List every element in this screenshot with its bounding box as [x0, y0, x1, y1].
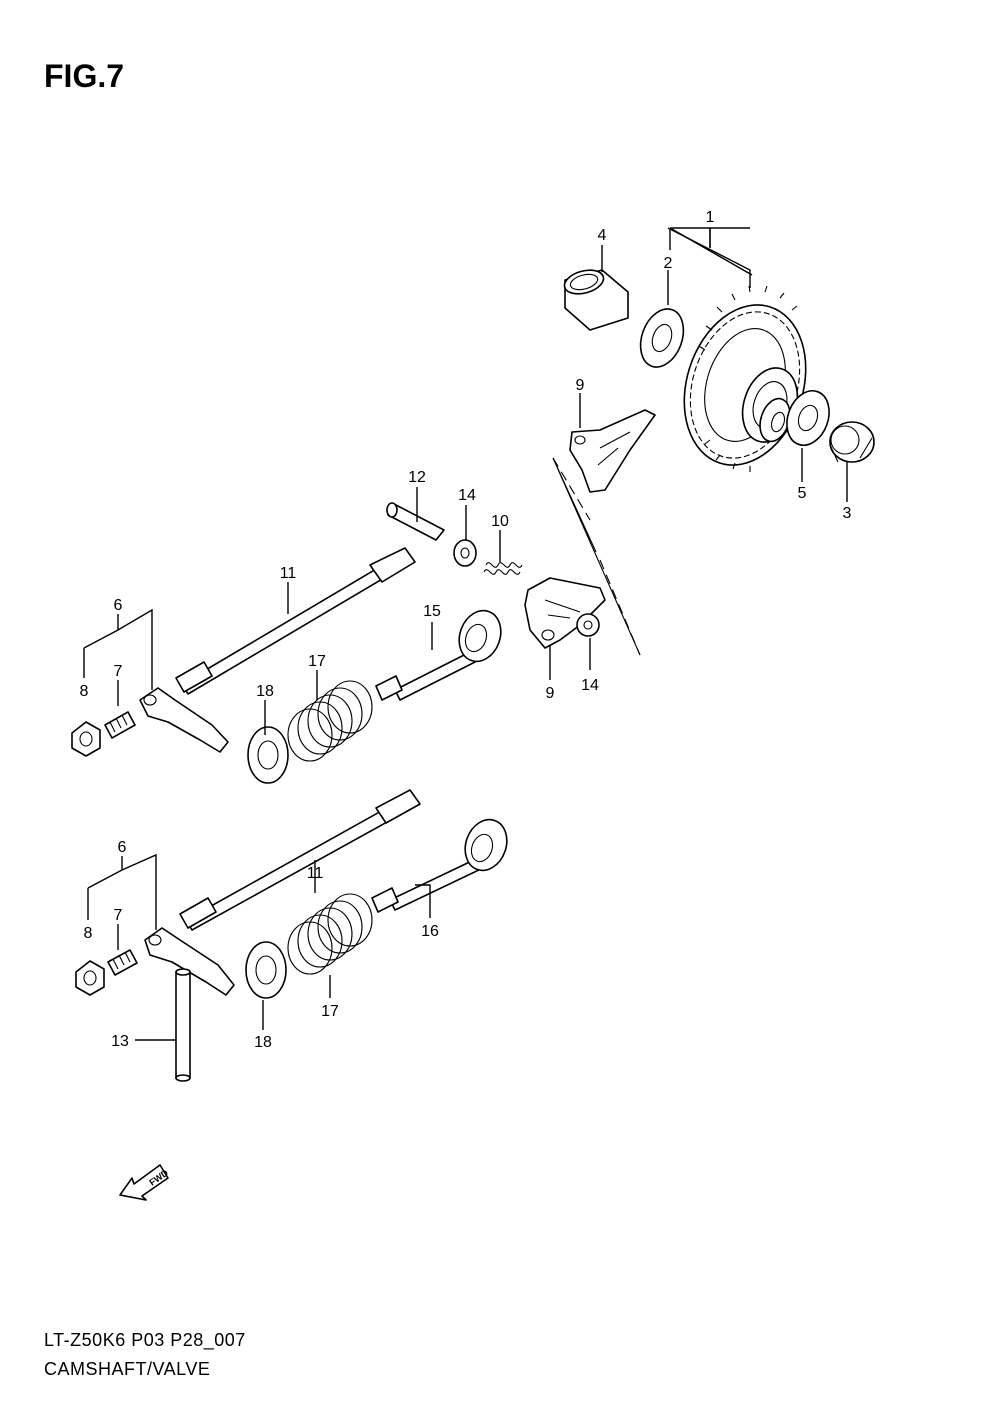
callout-12: 12	[408, 469, 426, 486]
part-9-arm-top	[569, 409, 656, 493]
callout-1: 1	[706, 209, 715, 226]
part-2-washer	[639, 308, 685, 368]
model-code: LT-Z50K6 P03 P28_007	[44, 1330, 246, 1350]
callout-18-upper: 18	[256, 683, 274, 700]
callout-7-lower: 7	[114, 907, 123, 924]
callout-14-lower: 14	[581, 677, 599, 694]
part-6-rocker-arm-upper	[139, 687, 229, 753]
callout-5: 5	[798, 485, 807, 502]
callout-16: 16	[421, 923, 439, 940]
callout-14-top: 14	[458, 487, 476, 504]
part-16-exhaust-valve	[371, 818, 508, 913]
part-12-pin	[386, 502, 445, 541]
callout-11-upper: 11	[280, 565, 297, 582]
figure-title: FIG.7	[44, 58, 125, 94]
callout-17-lower: 17	[321, 1003, 339, 1020]
part-7-adjuster-upper	[104, 711, 136, 739]
callout-6-upper: 6	[114, 597, 123, 614]
part-15-intake-valve	[375, 609, 502, 701]
part-13-rocker-shaft	[175, 968, 191, 1082]
part-18-retainer-lower	[245, 941, 287, 999]
part-11-pushrod-upper	[175, 547, 416, 695]
figure-caption: CAMSHAFT/VALVE	[44, 1359, 211, 1379]
callout-3: 3	[843, 505, 852, 522]
part-14-washer-lower	[576, 613, 600, 637]
callout-8-lower: 8	[84, 925, 93, 942]
part-18-retainer-upper	[247, 726, 289, 784]
callout-6-lower: 6	[118, 839, 127, 856]
callout-11-lower: 11	[307, 865, 324, 882]
part-10-spring	[483, 562, 523, 575]
callout-2: 2	[664, 255, 673, 272]
part-11-pushrod-lower	[179, 789, 421, 931]
part-8-nut-lower	[75, 960, 105, 996]
callout-4: 4	[598, 227, 607, 244]
callouts: 1 2 3 4 5 9 12 14 10 11 6 7 8 15 17 18 9…	[80, 209, 852, 1051]
callout-17-upper: 17	[308, 653, 326, 670]
callout-18-lower: 18	[254, 1034, 272, 1051]
callout-7-upper: 7	[114, 663, 123, 680]
part-6-rocker-arm-lower	[144, 927, 235, 996]
callout-9-top: 9	[576, 377, 585, 394]
callout-13: 13	[111, 1033, 129, 1050]
part-4-bushing	[563, 269, 629, 331]
part-3-bearing	[829, 421, 875, 463]
part-17-valve-spring-upper	[287, 680, 373, 762]
leader-lines	[83, 227, 848, 1041]
part-7-adjuster-lower	[107, 949, 138, 976]
callout-9-lower: 9	[546, 685, 555, 702]
callout-8-upper: 8	[80, 683, 89, 700]
part-8-nut-upper	[71, 721, 101, 757]
callout-15: 15	[423, 603, 441, 620]
fwd-arrow-icon: FWD	[119, 1164, 170, 1201]
part-17-valve-spring-lower	[287, 893, 373, 975]
part-9-arm-lower	[524, 577, 606, 649]
part-14-washer-upper	[453, 539, 477, 567]
part-5-washer	[786, 390, 830, 446]
callout-10: 10	[491, 513, 509, 530]
